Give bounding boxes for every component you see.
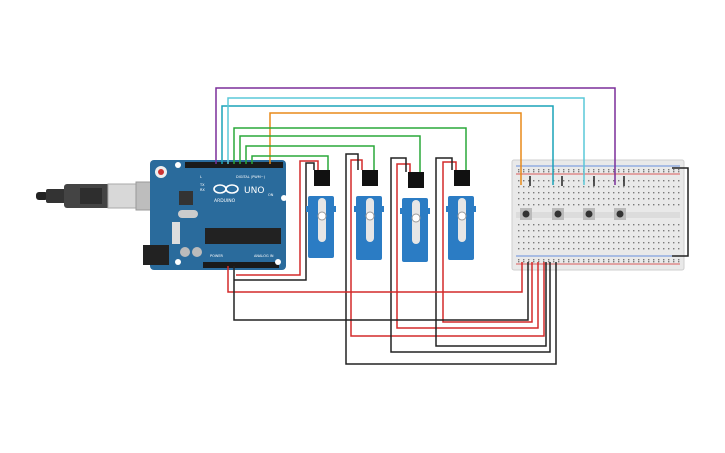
wire-teal xyxy=(221,105,554,185)
wire-green-4 xyxy=(251,155,329,170)
breadboard[interactable] xyxy=(511,159,685,271)
wire-cyan xyxy=(227,97,585,185)
servo-4[interactable] xyxy=(446,170,476,260)
servo-3[interactable] xyxy=(400,172,430,262)
on-label: ON xyxy=(268,193,274,197)
wire-green-1 xyxy=(233,127,467,170)
rx-label: RX xyxy=(200,188,205,192)
wire-green-2 xyxy=(239,135,421,172)
uno-logo-text: UNO xyxy=(244,186,264,196)
wire-servo2-black xyxy=(345,153,557,365)
power-label: POWER xyxy=(210,254,224,258)
pushbutton-3[interactable] xyxy=(583,208,595,220)
servo-2[interactable] xyxy=(354,170,384,260)
servo-1[interactable] xyxy=(306,170,336,258)
microcontroller-chip xyxy=(205,228,281,244)
wire-servo3-black xyxy=(390,157,551,353)
arduino-brand-text: ARDUINO xyxy=(214,198,236,204)
tx-label: TX xyxy=(199,183,205,187)
wire-servo3-red xyxy=(396,163,539,329)
analog-label: ANALOG IN xyxy=(254,254,274,258)
pushbutton-4[interactable] xyxy=(614,208,626,220)
usb-cable xyxy=(36,181,155,211)
l-label: L xyxy=(200,175,202,179)
analog-power-header xyxy=(203,262,279,268)
digital-header xyxy=(185,162,283,168)
wire-servo1-red xyxy=(236,160,319,276)
wire-orange xyxy=(269,112,522,185)
pushbuttons xyxy=(520,208,626,220)
pushbutton-2[interactable] xyxy=(552,208,564,220)
wire-servo4-red xyxy=(442,161,533,323)
pushbutton-1[interactable] xyxy=(520,208,532,220)
wire-servo4-black xyxy=(435,157,547,347)
wire-bb-right-black xyxy=(672,167,689,257)
wire-purple xyxy=(215,87,616,185)
wire-green-3 xyxy=(245,145,375,172)
wires xyxy=(215,87,689,365)
wire-servo2-red xyxy=(350,159,545,337)
arduino-uno-board[interactable]: UNO ARDUINO DIGITAL (PWM~) POWER ANALOG … xyxy=(143,160,287,270)
wire-5v-red xyxy=(227,262,523,293)
wire-servo1-black xyxy=(234,162,315,281)
wire-gnd-black xyxy=(233,262,529,321)
digital-label: DIGITAL (PWM~) xyxy=(236,175,266,179)
